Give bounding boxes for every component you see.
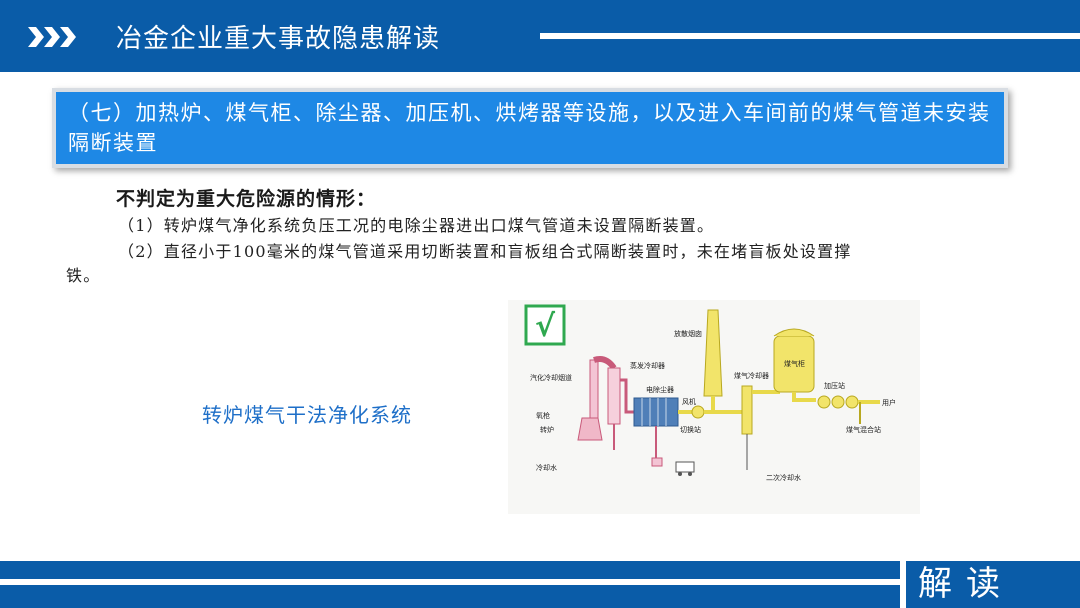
list-item-1: （1）转炉煤气净化系统负压工况的电除尘器进出口煤气管道未设置隔断装置。 xyxy=(118,216,715,235)
svg-text:加压站: 加压站 xyxy=(824,381,845,390)
svg-text:用户: 用户 xyxy=(882,398,896,407)
subheading: 不判定为重大危险源的情形： xyxy=(116,188,377,210)
footer-band-bottom xyxy=(0,585,900,608)
list-item-2: （2）直径小于100毫米的煤气管道采用切断装置和盲板组合式隔断装置时，未在堵盲板… xyxy=(118,242,852,261)
header-divider xyxy=(540,33,1080,39)
svg-text:√: √ xyxy=(535,309,556,344)
topic-box: （七）加热炉、煤气柜、除尘器、加压机、烘烤器等设施，以及进入车间前的煤气管道未安… xyxy=(52,88,1008,168)
svg-text:电除尘器: 电除尘器 xyxy=(646,385,674,394)
page-title: 冶金企业重大事故隐患解读 xyxy=(116,24,441,54)
gas-purification-diagram: √ 放散烟囱 蒸发冷却器 电除尘器 风机 切换站 煤气冷却器 煤气柜 加压站 用… xyxy=(508,300,920,514)
svg-text:放散烟囱: 放散烟囱 xyxy=(674,329,702,338)
footer-gap xyxy=(0,579,900,585)
svg-text:冷却水: 冷却水 xyxy=(536,463,557,472)
triple-arrow-icon xyxy=(28,27,76,47)
svg-text:转炉: 转炉 xyxy=(540,425,554,434)
svg-text:氧枪: 氧枪 xyxy=(536,411,550,420)
svg-text:煤气混合站: 煤气混合站 xyxy=(846,425,881,434)
svg-text:煤气柜: 煤气柜 xyxy=(784,359,805,368)
footer-label: 解读 xyxy=(918,564,1014,604)
footer-band-top xyxy=(0,561,900,579)
header-bar: 冶金企业重大事故隐患解读 xyxy=(0,0,1080,72)
topic-text: （七）加热炉、煤气柜、除尘器、加压机、烘烤器等设施，以及进入车间前的煤气管道未安… xyxy=(68,101,991,155)
svg-text:蒸发冷却器: 蒸发冷却器 xyxy=(630,361,665,370)
footer-label-block xyxy=(906,561,1080,608)
svg-text:切换站: 切换站 xyxy=(680,425,701,434)
svg-text:煤气冷却器: 煤气冷却器 xyxy=(734,371,769,380)
green-checkmark-icon: √ xyxy=(524,304,566,346)
svg-text:二次冷却水: 二次冷却水 xyxy=(766,473,801,482)
svg-text:风机: 风机 xyxy=(682,397,696,406)
diagram-caption: 转炉煤气干法净化系统 xyxy=(202,403,412,427)
list-item-2-continued: 铁。 xyxy=(66,266,101,285)
svg-text:汽化冷却烟道: 汽化冷却烟道 xyxy=(530,373,572,382)
